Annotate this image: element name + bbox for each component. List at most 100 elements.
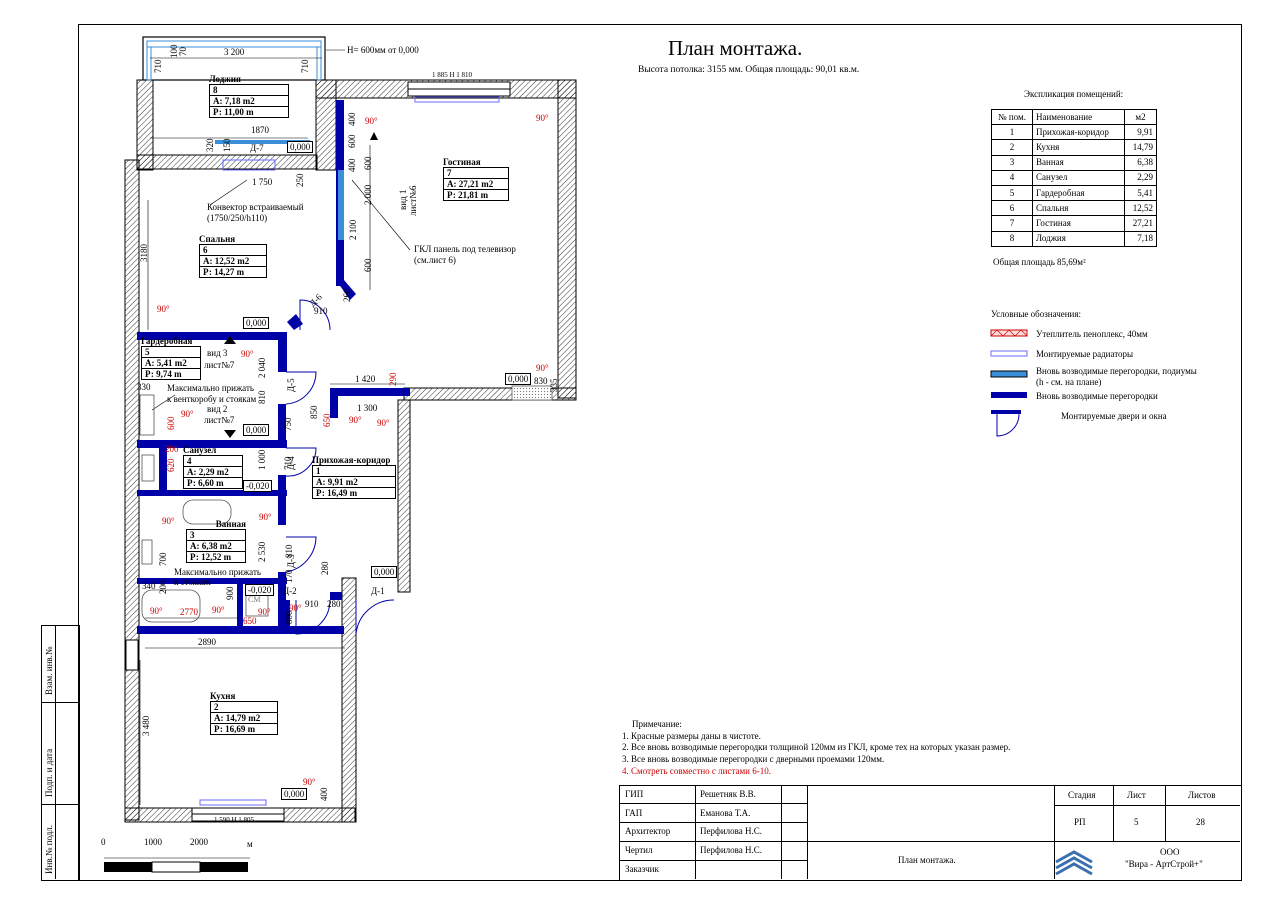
annotation: Максимально прижать — [174, 567, 261, 577]
annotation: лист№7 — [204, 360, 235, 370]
view-markers — [224, 132, 378, 438]
angle-mark: 90° — [536, 363, 549, 373]
stamp-name: Перфилова Н.С. — [700, 826, 763, 836]
door-label: Д-7 — [250, 143, 264, 153]
stamp-stage: РП — [1074, 817, 1086, 827]
legend-swatches — [990, 329, 1028, 437]
annotation: (1750/250/h110) — [207, 213, 268, 223]
angle-mark: 90° — [150, 606, 163, 616]
dim-text: 320 — [205, 138, 215, 153]
dim-text: 830 — [534, 376, 548, 386]
angle-mark: 90° — [349, 415, 362, 425]
legend-heading: Условные обозначения: — [991, 309, 1082, 319]
annotation: H= 600мм от 0,000 — [347, 45, 419, 55]
legend-item: (h - см. на плане) — [1036, 377, 1102, 387]
annotation: вид 1 — [398, 189, 408, 210]
scale-label: м — [247, 839, 253, 849]
dim-text: 600 — [347, 134, 357, 149]
dim-text: 400 — [347, 112, 357, 127]
stamp-company: "Вира - АртСтрой+" — [1125, 859, 1203, 869]
dimension-lines — [104, 57, 405, 859]
stamp-name: Еманова Т.А. — [700, 808, 751, 818]
dim-text: 1 750 — [252, 177, 273, 187]
level-mark: 0,000 — [505, 373, 532, 385]
page-subtitle: Высота потолка: 3155 мм. Общая площадь: … — [638, 65, 860, 75]
annotation: Конвектор встраиваемый — [207, 202, 304, 212]
dim-text: 340 — [142, 581, 156, 591]
dim-text: 335 — [549, 378, 559, 393]
dim-text: 2770 — [180, 607, 198, 617]
level-mark: 0,000 — [243, 424, 270, 436]
angle-mark: 90° — [259, 512, 272, 522]
level-mark: -0,020 — [243, 480, 273, 492]
dim-text: 710 — [300, 59, 310, 74]
stamp-sheets: 28 — [1196, 817, 1205, 827]
dim-text: 400 — [347, 158, 357, 173]
angle-mark: 90° — [157, 304, 170, 314]
side-column — [41, 625, 80, 881]
notes-heading: Примечание: — [632, 719, 682, 729]
angle-mark: 90° — [536, 113, 549, 123]
dim-text: 280 — [327, 599, 341, 609]
dim-text: 600 — [166, 416, 176, 431]
dim-text: 3 200 — [224, 47, 245, 57]
dim-text: 200 — [165, 444, 179, 454]
annotation: 1 885 H 1 810 — [432, 71, 473, 79]
dim-text: 150 — [222, 138, 232, 153]
stamp-role: Заказчик — [625, 864, 659, 874]
note: 3. Все вновь возводимые перегородки с дв… — [622, 754, 885, 764]
level-mark: 0,000 — [243, 317, 270, 329]
dim-text: 600 — [363, 258, 373, 273]
dim-text: 170 — [284, 569, 294, 584]
legend-item: Вновь возводимые перегородки, подиумы — [1036, 366, 1197, 376]
note: 4. Смотреть совместно с листами 6-10. — [622, 766, 771, 776]
annotation: Максимально прижать — [167, 383, 254, 393]
annotation: вид 3 — [207, 348, 228, 358]
stamp-role: Архитектор — [625, 826, 671, 836]
dim-text: 1870 — [251, 125, 269, 135]
dim-text: 600 — [363, 156, 373, 171]
angle-mark: 90° — [181, 409, 194, 419]
scale-bar — [104, 861, 248, 873]
annotation: к венткоробу и стоякам — [167, 394, 257, 404]
stamp-sheets-header: Листов — [1188, 790, 1216, 800]
leader-lines — [151, 49, 411, 411]
stamp-name: Перфилова Н.С. — [700, 845, 763, 855]
stamp-role: ГИП — [625, 789, 644, 799]
dim-text: 910 — [305, 599, 319, 609]
level-mark: 0,000 — [281, 788, 308, 800]
dim-text: 3 480 — [141, 715, 151, 736]
dim-text: 650 — [243, 616, 257, 626]
explication-total: Общая площадь 85,69м² — [993, 257, 1086, 267]
dim-text: 1 000 — [257, 449, 267, 470]
dim-text: 810 — [284, 544, 294, 559]
dim-text: 700 — [158, 552, 168, 567]
dim-text: 710 — [153, 59, 163, 74]
annotation: СМ — [248, 595, 261, 604]
door-swings — [285, 299, 395, 635]
level-mark: 0,000 — [287, 141, 314, 153]
door-label: Д-5 — [286, 378, 296, 392]
dim-text: 290 — [388, 372, 398, 387]
note: 2. Все вновь возводимые перегородки толщ… — [622, 742, 1011, 752]
legend-item: Вновь возводимые перегородки — [1036, 391, 1158, 401]
dim-text: 750 — [283, 417, 293, 432]
angle-mark: 90° — [258, 607, 271, 617]
note: 1. Красные размеры даны в чистоте. — [622, 731, 761, 741]
dim-text: 620 — [166, 458, 176, 473]
page-title: План монтажа. — [668, 36, 803, 60]
scale-label: 0 — [101, 837, 106, 847]
dim-text: 1 420 — [355, 374, 376, 384]
